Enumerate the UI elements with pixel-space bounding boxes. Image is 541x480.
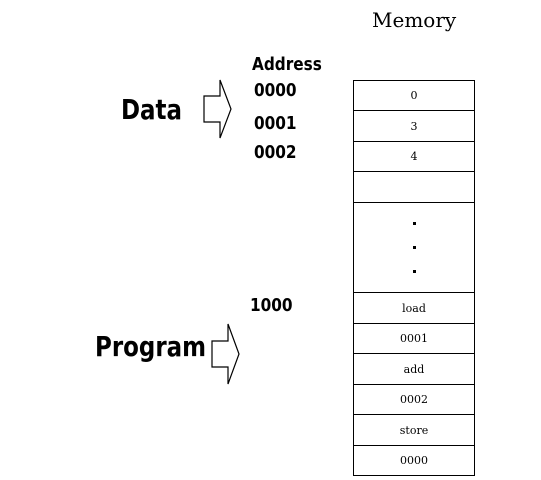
memory-cell-1005: 0000 — [353, 445, 475, 476]
memory-cell-0001: 3 — [353, 110, 475, 142]
address-0002: 0002 — [254, 142, 297, 163]
memory-cell-1004: store — [353, 414, 475, 446]
address-1000: 1000 — [250, 295, 293, 316]
ellipsis-dot — [412, 221, 416, 225]
address-header: Address — [252, 54, 322, 75]
memory-cell-1001: 0001 — [353, 323, 475, 354]
program-label: Program — [95, 330, 207, 363]
memory-cell-empty — [353, 171, 475, 203]
memory-ellipsis-cell — [353, 202, 475, 293]
ellipsis-dot — [412, 245, 416, 249]
memory-cell-1000: load — [353, 292, 475, 324]
data-arrow-icon — [203, 79, 232, 139]
diagram-title: Memory — [372, 8, 457, 32]
memory-cell-1003: 0002 — [353, 384, 475, 415]
memory-cell-0002: 4 — [353, 141, 475, 172]
data-label: Data — [121, 93, 183, 126]
program-arrow-icon — [211, 323, 240, 385]
ellipsis-dot — [412, 270, 416, 274]
address-0000: 0000 — [254, 80, 297, 101]
address-0001: 0001 — [254, 113, 297, 134]
memory-cell-1002: add — [353, 353, 475, 385]
memory-cell-0000: 0 — [353, 80, 475, 111]
